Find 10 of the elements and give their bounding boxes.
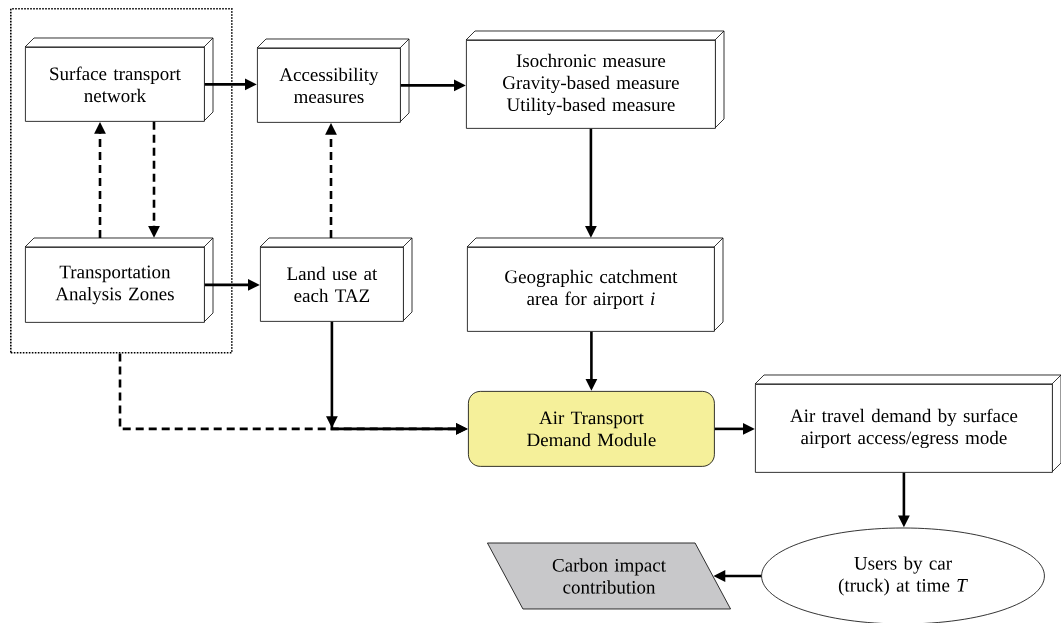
process-box: Air travel demand by surface airport access/egress mode [754, 374, 1061, 473]
process-box: Transportation Analysis Zones [24, 237, 214, 323]
process-box: Surface transport network [24, 37, 214, 122]
module-box: Air Transport Demand Module [468, 391, 715, 467]
output-parallelogram: Carbon impact contribution [487, 542, 731, 610]
group-frame [10, 8, 233, 354]
process-box: Accessibility measures [256, 38, 410, 123]
process-box: Isochronic measure Gravity-based measure Utility-based measure [465, 30, 725, 129]
process-box: Geographic catchment area for airport i [466, 237, 724, 332]
process-box: Land use at each TAZ [259, 237, 413, 322]
